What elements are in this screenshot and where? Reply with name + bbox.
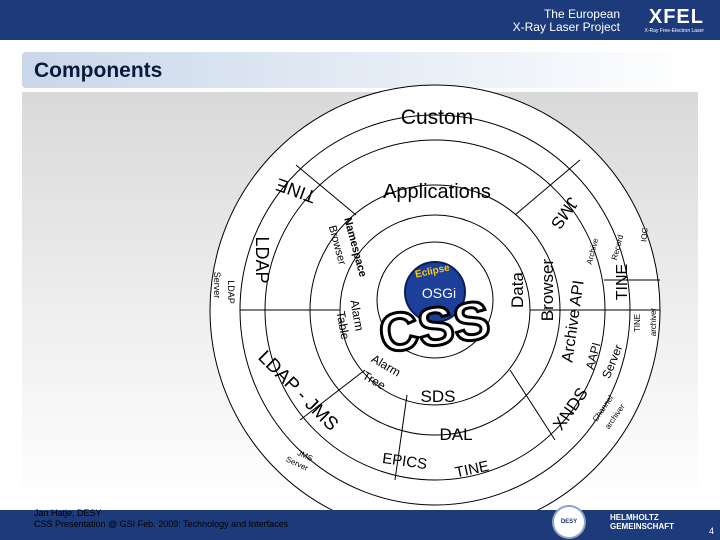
label-applications: Applications bbox=[383, 181, 491, 203]
project-name-line1: The European bbox=[543, 7, 620, 21]
label-browser: Browser bbox=[538, 258, 557, 321]
label-dal: DAL bbox=[439, 425, 472, 444]
title-band bbox=[22, 52, 698, 88]
sector-divider bbox=[295, 164, 357, 216]
label-ldap-server-1: LDAP bbox=[226, 280, 236, 304]
footer-presentation: CSS Presentation @ GSI Feb. 2009: Techno… bbox=[34, 519, 289, 529]
sector-divider bbox=[514, 159, 581, 216]
helmholtz-line1: HELMHOLTZ bbox=[610, 513, 659, 522]
label-aapi: AAPI bbox=[583, 341, 604, 371]
eclipse-osgi-disc bbox=[404, 261, 466, 323]
label-data: Data bbox=[508, 272, 527, 308]
footer-band bbox=[0, 510, 720, 540]
label-sds: SDS bbox=[421, 387, 456, 406]
label-alarm-table-1: Alarm bbox=[347, 299, 366, 332]
footer-credits: Jan Hatje, DESY CSS Presentation @ GSI F… bbox=[34, 508, 288, 530]
slide-title: Components bbox=[34, 59, 163, 82]
project-name-line2: X-Ray Laser Project bbox=[512, 20, 620, 34]
helmholtz-logo: HELMHOLTZ GEMEINSCHAFT bbox=[610, 513, 674, 531]
xfel-logo: XFEL bbox=[648, 6, 704, 28]
project-name: The European X-Ray Laser Project bbox=[513, 8, 620, 34]
header-band bbox=[0, 0, 720, 40]
label-ldap: LDAP bbox=[252, 236, 272, 283]
label-tine-bottom: TINE bbox=[454, 458, 491, 482]
page-number: 4 bbox=[708, 526, 714, 536]
label-custom: Custom bbox=[401, 106, 473, 129]
sector-divider bbox=[394, 394, 408, 481]
label-epics: EPICS bbox=[381, 450, 428, 473]
sector-divider bbox=[509, 369, 556, 441]
xfel-logo-subtitle: X-Ray Free-Electron Laser bbox=[644, 28, 704, 34]
helmholtz-line2: GEMEINSCHAFT bbox=[610, 522, 674, 531]
label-tine-archiver-1: TINE bbox=[633, 314, 642, 332]
label-tine-right: TINE bbox=[614, 264, 631, 300]
label-tine-archiver-2: archiver bbox=[649, 307, 658, 336]
desy-logo: DESY bbox=[552, 505, 586, 539]
label-ioc: IOC bbox=[639, 227, 649, 242]
footer-author: Jan Hatje, DESY bbox=[34, 508, 102, 518]
sector-divider bbox=[299, 369, 366, 421]
label-ldap-server-2: Server bbox=[212, 272, 222, 299]
label-alarm-table-2: Table bbox=[334, 310, 353, 341]
label-osgi: OSGi bbox=[422, 285, 456, 301]
